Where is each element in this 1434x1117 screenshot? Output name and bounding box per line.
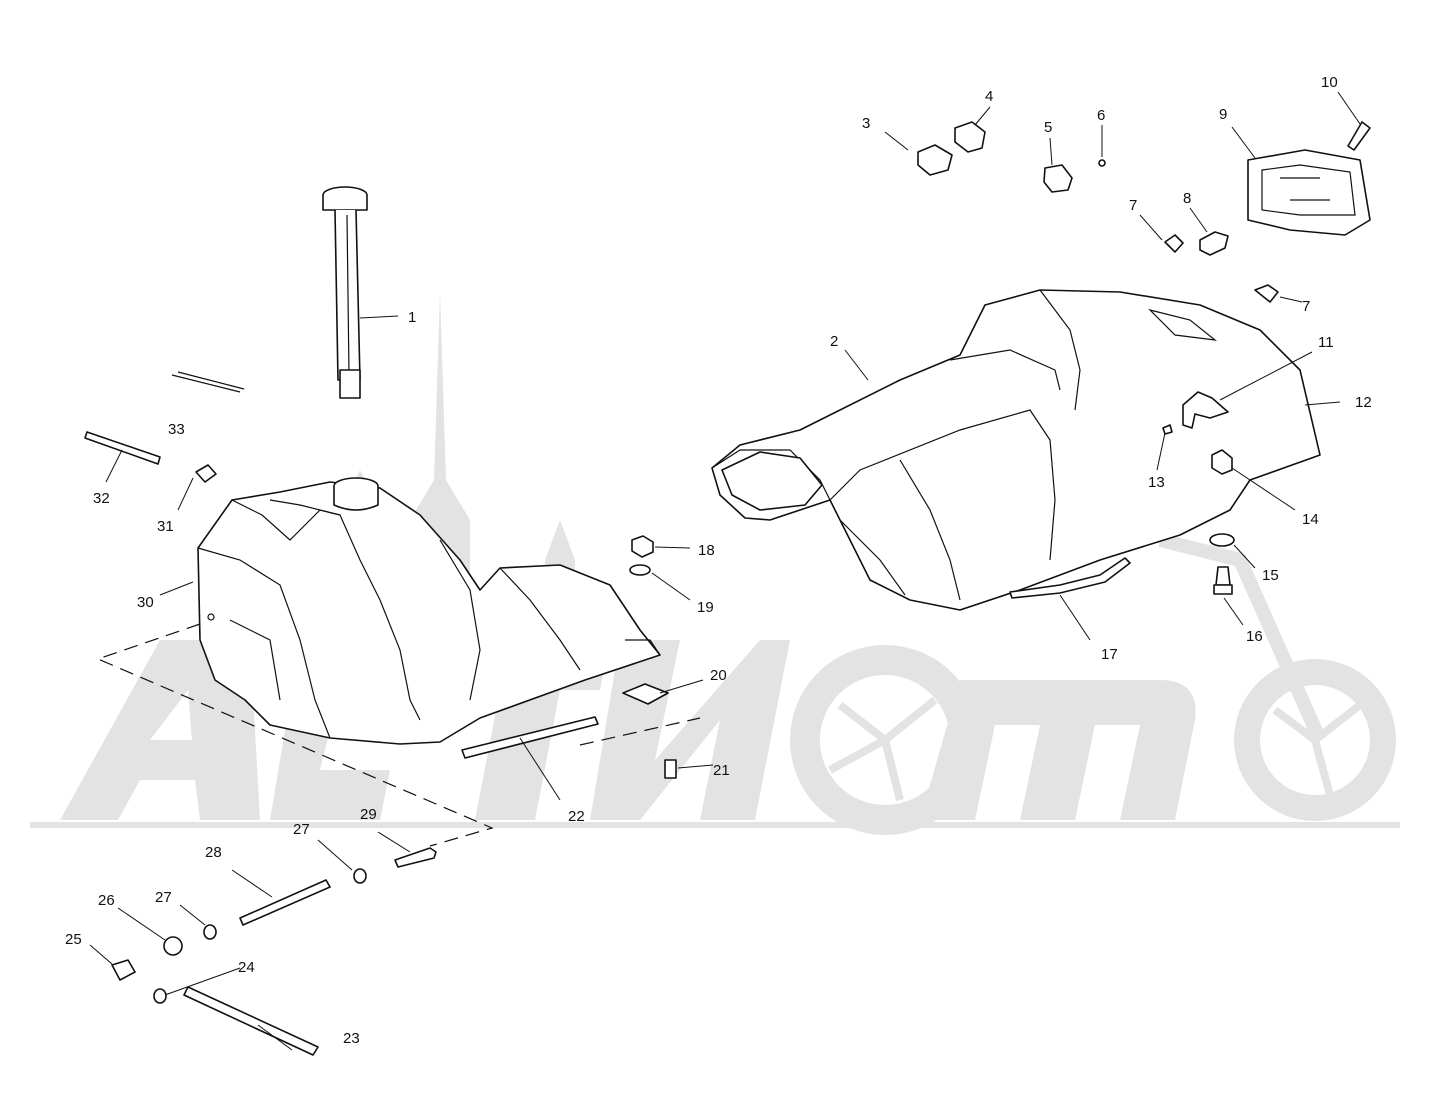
installation-plane <box>96 623 701 847</box>
callout-22: 22 <box>568 808 585 825</box>
callout-33: 33 <box>168 421 185 438</box>
callout-31: 31 <box>157 518 174 535</box>
callout-18: 18 <box>698 542 715 559</box>
callout-30: 30 <box>137 594 154 611</box>
callout-10: 10 <box>1321 74 1338 91</box>
callout-23: 23 <box>343 1030 360 1047</box>
fuel-sender <box>322 186 368 399</box>
fuel-tank <box>197 477 661 745</box>
callout-1: 1 <box>408 309 416 326</box>
tail-light-housing <box>1247 149 1371 236</box>
seat <box>711 289 1321 611</box>
callout-8: 8 <box>1183 190 1191 207</box>
callout-26: 26 <box>98 892 115 909</box>
callout-20: 20 <box>710 667 727 684</box>
plates <box>917 121 1073 193</box>
leader-lines <box>89 91 1361 1051</box>
callout-7-top: 7 <box>1129 197 1137 214</box>
callout-19: 19 <box>697 599 714 616</box>
seat-bracket <box>1182 391 1229 429</box>
callout-3: 3 <box>862 115 870 132</box>
callout-4: 4 <box>985 88 993 105</box>
callout-17: 17 <box>1101 646 1118 663</box>
callout-6: 6 <box>1097 107 1105 124</box>
hardware <box>84 121 1371 1056</box>
callout-16: 16 <box>1246 628 1263 645</box>
callout-2: 2 <box>830 333 838 350</box>
callout-9: 9 <box>1219 106 1227 123</box>
callout-14: 14 <box>1302 511 1319 528</box>
callout-15: 15 <box>1262 567 1279 584</box>
callout-28: 28 <box>205 844 222 861</box>
callout-27-lower: 27 <box>155 889 172 906</box>
callout-13: 13 <box>1148 474 1165 491</box>
bulbs <box>1164 231 1279 303</box>
callout-7-right: 7 <box>1302 298 1310 315</box>
callout-27-upper: 27 <box>293 821 310 838</box>
callout-32: 32 <box>93 490 110 507</box>
callout-25: 25 <box>65 931 82 948</box>
callout-11: 11 <box>1318 334 1334 351</box>
callout-29: 29 <box>360 806 377 823</box>
callout-5: 5 <box>1044 119 1052 136</box>
callout-labels: 1 2 3 4 5 6 7 7 8 9 10 11 12 13 14 15 16… <box>65 74 1372 1047</box>
callout-12: 12 <box>1355 394 1372 411</box>
callout-24: 24 <box>238 959 255 976</box>
callout-21: 21 <box>713 762 730 779</box>
